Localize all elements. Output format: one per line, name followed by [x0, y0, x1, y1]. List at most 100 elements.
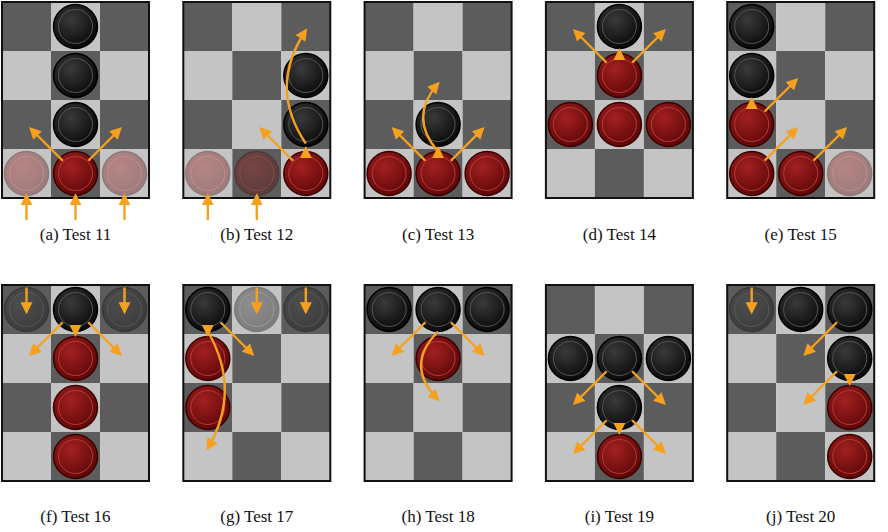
piece-body — [54, 103, 98, 147]
piece-body — [548, 337, 592, 381]
board-square — [595, 100, 644, 149]
board-square — [183, 51, 232, 100]
board-square — [776, 285, 825, 334]
board-square — [100, 285, 149, 334]
board-square — [727, 432, 776, 481]
piece-ring — [735, 108, 769, 142]
board-square — [414, 100, 463, 149]
board-square — [463, 432, 512, 481]
piece-ring — [108, 157, 142, 191]
move-arrow — [632, 371, 664, 403]
checkers-board — [183, 2, 330, 220]
piece-ring — [833, 391, 867, 425]
piece-ring — [833, 157, 867, 191]
board-square — [727, 334, 776, 383]
black-piece — [730, 54, 774, 98]
move-arrow — [207, 196, 209, 221]
piece-body — [54, 435, 98, 479]
piece-ring — [191, 293, 225, 327]
piece-ring — [59, 108, 93, 142]
piece-body — [597, 435, 641, 479]
piece-ring — [470, 157, 504, 191]
piece-ring — [553, 342, 587, 376]
piece-body — [779, 288, 823, 332]
board-square — [51, 2, 100, 51]
piece-body — [597, 103, 641, 147]
subfigure-caption: (b) Test 12 — [220, 225, 293, 245]
board-square — [463, 285, 512, 334]
move-arrow — [575, 31, 607, 63]
piece-ring — [59, 342, 93, 376]
board-square — [232, 2, 281, 51]
move-arrow — [618, 51, 620, 56]
board-square — [2, 285, 51, 334]
piece-ring — [833, 440, 867, 474]
piece-body — [54, 54, 98, 98]
black-piece — [235, 288, 279, 332]
board-border — [546, 285, 693, 481]
red-piece — [367, 152, 411, 196]
piece-ring — [651, 108, 685, 142]
piece-ring — [735, 59, 769, 93]
board-border — [183, 2, 330, 198]
board-square — [281, 285, 330, 334]
piece-ring — [735, 157, 769, 191]
checkers-board — [365, 285, 512, 481]
red-piece — [597, 103, 641, 147]
board-border — [365, 285, 512, 481]
subfigure-caption: (h) Test 18 — [402, 507, 475, 527]
board-square — [100, 383, 149, 432]
piece-ring — [602, 10, 636, 44]
piece-ring — [59, 293, 93, 327]
piece-ring — [59, 440, 93, 474]
move-arrow — [88, 322, 120, 354]
checkers-board — [2, 2, 149, 220]
subfigure-caption: (e) Test 15 — [765, 225, 837, 245]
board-square — [463, 149, 512, 198]
piece-body — [730, 54, 774, 98]
board-square — [232, 383, 281, 432]
piece-body — [730, 5, 774, 49]
piece-ring — [602, 391, 636, 425]
checkers-board — [727, 285, 874, 481]
board-square — [365, 149, 414, 198]
board-square — [365, 383, 414, 432]
move-arrow — [423, 84, 438, 152]
board-border — [546, 2, 693, 198]
move-arrow — [208, 332, 225, 449]
piece-ring — [10, 157, 44, 191]
move-arrow — [805, 371, 837, 403]
move-arrow — [575, 371, 607, 403]
piece-ring — [470, 293, 504, 327]
board-square — [463, 383, 512, 432]
piece-body — [730, 288, 774, 332]
move-arrow — [74, 330, 76, 335]
board-square — [2, 432, 51, 481]
red-piece — [54, 337, 98, 381]
move-arrow — [813, 129, 845, 161]
red-piece — [828, 386, 872, 430]
board-square — [644, 51, 693, 100]
piece-body — [103, 152, 147, 196]
move-arrow — [25, 287, 27, 312]
board-square — [644, 285, 693, 334]
subfigure-caption: (g) Test 17 — [220, 507, 293, 527]
piece-ring — [833, 342, 867, 376]
checkers-board — [365, 2, 512, 198]
black-piece — [5, 288, 49, 332]
board-square — [595, 432, 644, 481]
piece-ring — [372, 157, 406, 191]
piece-ring — [59, 10, 93, 44]
board-square — [546, 51, 595, 100]
piece-ring — [240, 157, 274, 191]
move-arrow — [287, 31, 306, 144]
board-square — [463, 51, 512, 100]
piece-body — [103, 288, 147, 332]
board-square — [51, 334, 100, 383]
board-square — [183, 432, 232, 481]
move-arrow — [618, 428, 620, 433]
black-piece — [779, 288, 823, 332]
board-square — [644, 100, 693, 149]
board-square — [825, 432, 874, 481]
